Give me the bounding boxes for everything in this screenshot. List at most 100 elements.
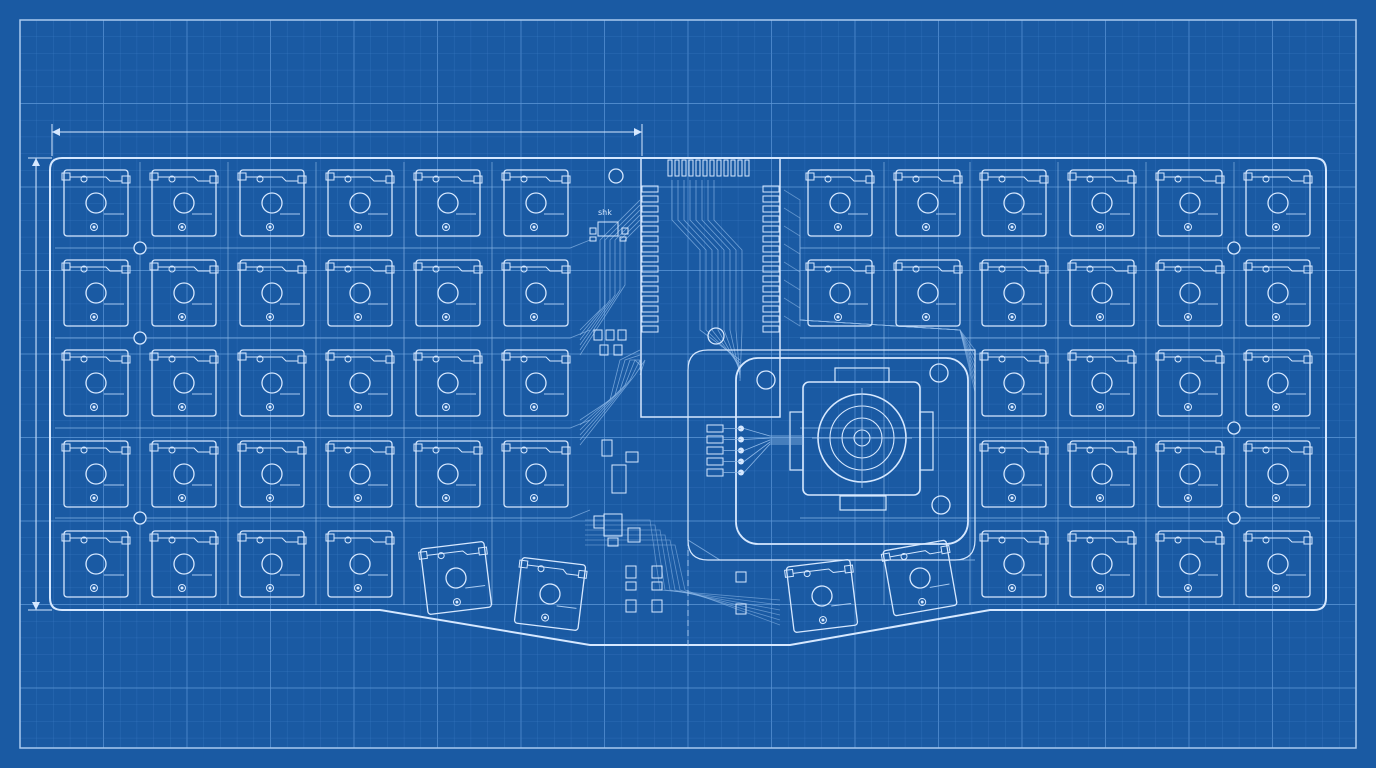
- switch-socket-outline: [158, 356, 210, 362]
- smd-component: [611, 464, 627, 494]
- joystick-trace: [723, 437, 803, 440]
- switch-body: [895, 169, 961, 237]
- switch-socket-outline: [334, 356, 386, 362]
- switch-pin-core: [532, 405, 536, 409]
- switch-pin-hole: [178, 494, 186, 502]
- switch-pin-hole: [266, 313, 274, 321]
- switch-socket-outline: [1164, 266, 1216, 272]
- switch-center-hole: [349, 372, 371, 394]
- pcb-outline: [49, 157, 1327, 646]
- switch-pin-hole: [824, 265, 832, 273]
- switch-pin-hole: [266, 494, 274, 502]
- switch-pad: [1127, 446, 1137, 455]
- key-switch: [149, 440, 219, 508]
- switch-body: [327, 440, 393, 508]
- switch-center-hole: [525, 192, 547, 214]
- key-switch: [1067, 169, 1137, 237]
- switch-pad: [209, 355, 219, 364]
- switch-center-hole: [811, 585, 833, 607]
- switch-pin-hole: [90, 403, 98, 411]
- switch-pin-core: [356, 496, 360, 500]
- smd-component: [627, 527, 641, 543]
- switch-socket-outline: [1164, 537, 1216, 543]
- switch-pin-hole: [178, 223, 186, 231]
- controller-pin: [762, 205, 780, 213]
- switch-center-hole: [261, 192, 283, 214]
- switch-pin-core: [1010, 405, 1014, 409]
- key-switch: [413, 259, 483, 327]
- switch-body: [1245, 440, 1311, 508]
- header-pin: [688, 159, 694, 177]
- switch-pin-core: [532, 315, 536, 319]
- switch-center-hole: [349, 463, 371, 485]
- switch-pin-core: [356, 405, 360, 409]
- switch-pin-hole: [918, 597, 927, 606]
- switch-pin-hole: [256, 446, 264, 454]
- switch-pin-hole: [1086, 446, 1094, 454]
- switch-center-hole: [1179, 463, 1201, 485]
- controller-pin: [762, 185, 780, 193]
- switch-pad: [297, 355, 307, 364]
- smd-component: [621, 227, 629, 235]
- switch-center-hole: [1003, 553, 1025, 575]
- controller-pin: [641, 305, 659, 313]
- header-pin: [716, 159, 722, 177]
- controller-pin: [762, 195, 780, 203]
- signal-trace: [677, 180, 741, 364]
- key-switch: [237, 259, 307, 327]
- switch-pin-hole: [344, 446, 352, 454]
- key-switch: [893, 259, 963, 327]
- pcb-traces: [55, 162, 1320, 645]
- switch-center-hole: [1003, 372, 1025, 394]
- switch-pin-hole: [168, 175, 176, 183]
- switch-center-hole: [1267, 192, 1289, 214]
- switch-socket-outline: [1076, 266, 1128, 272]
- switch-pad: [209, 446, 219, 455]
- smd-component: [605, 329, 615, 341]
- switch-socket-outline: [158, 537, 210, 543]
- switch-socket-outline: [510, 356, 562, 362]
- switch-pin-core: [1098, 315, 1102, 319]
- switch-pin-hole: [432, 175, 440, 183]
- switch-pin-hole: [354, 584, 362, 592]
- smd-components: [589, 221, 747, 615]
- switch-center-hole: [261, 463, 283, 485]
- switch-pin-core: [1098, 405, 1102, 409]
- switch-body: [1069, 169, 1135, 237]
- switch-pin-hole: [1086, 175, 1094, 183]
- switch-body: [63, 169, 129, 237]
- switch-pin-hole: [432, 265, 440, 273]
- switch-pin-hole: [998, 355, 1006, 363]
- joystick-module: [687, 349, 976, 561]
- key-switch: [1155, 259, 1225, 327]
- switch-center-hole: [1091, 553, 1113, 575]
- key-switch: [1155, 169, 1225, 237]
- switch-pin-hole: [168, 446, 176, 454]
- switch-center-hole: [1003, 282, 1025, 304]
- key-switch: [237, 349, 307, 417]
- header-pin: [730, 159, 736, 177]
- switch-pad: [865, 175, 875, 184]
- switch-pin-hole: [520, 175, 528, 183]
- switch-center-hole: [173, 192, 195, 214]
- key-switch: [325, 440, 395, 508]
- switch-socket-outline: [246, 447, 298, 453]
- joystick-outer-outline: [687, 349, 976, 561]
- switch-pin-hole: [1096, 403, 1104, 411]
- switch-pad: [1039, 355, 1049, 364]
- key-switch: [979, 440, 1049, 508]
- switch-pin-core: [920, 600, 924, 604]
- smd-component: [625, 451, 639, 463]
- mounting-hole: [1227, 421, 1241, 435]
- switch-pin-core: [1186, 405, 1190, 409]
- header-pin: [723, 159, 729, 177]
- switch-pin-core: [924, 315, 928, 319]
- controller-pin: [762, 295, 780, 303]
- key-switch: [1155, 440, 1225, 508]
- key-switch: [237, 169, 307, 237]
- switch-pin-core: [268, 225, 272, 229]
- switch-pin-hole: [1262, 265, 1270, 273]
- switch-body: [1069, 349, 1135, 417]
- signal-trace: [579, 359, 646, 446]
- switch-pin-hole: [1174, 355, 1182, 363]
